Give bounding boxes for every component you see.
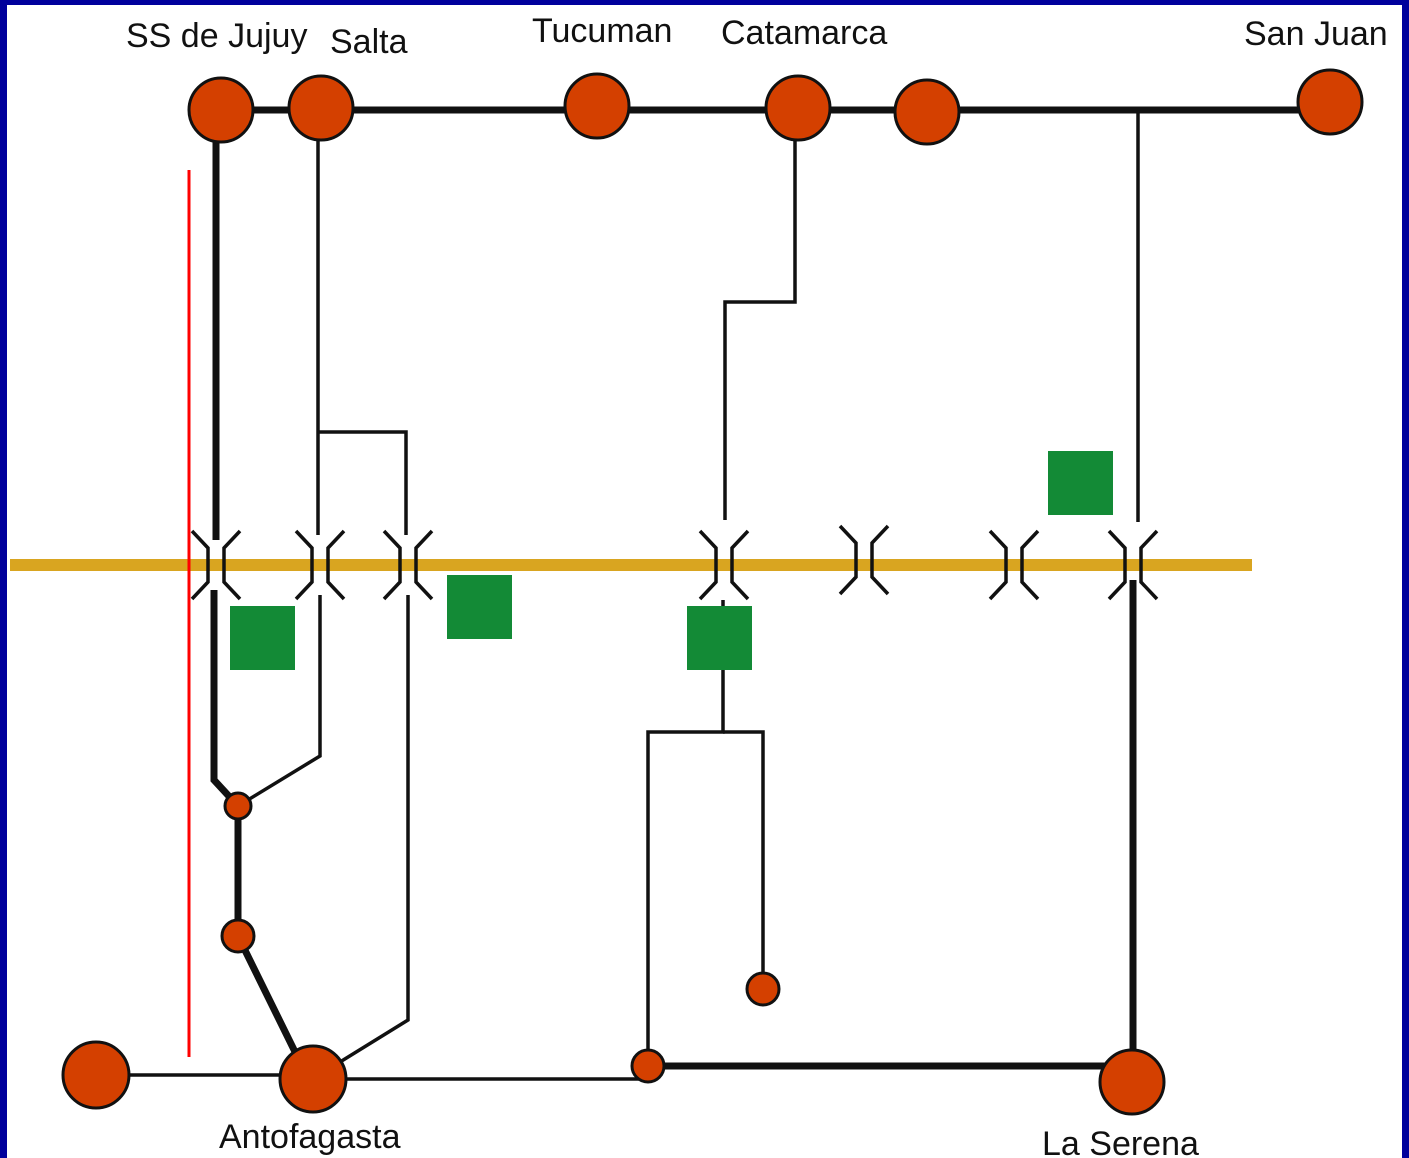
- label-ss-de-jujuy: SS de Jujuy: [126, 17, 307, 55]
- green-square: [1048, 451, 1113, 515]
- station-san-juan[interactable]: [1296, 68, 1364, 136]
- label-la-serena: La Serena: [1042, 1125, 1199, 1158]
- label-tucuman: Tucuman: [532, 12, 672, 50]
- bridge-pass-icon: [988, 529, 1040, 601]
- route-catamarca: [723, 140, 797, 520]
- node-catamarca-spur[interactable]: [745, 971, 781, 1007]
- map-canvas: [7, 5, 1402, 1158]
- node-junction-2[interactable]: [220, 918, 256, 954]
- label-antofagasta: Antofagasta: [219, 1118, 401, 1156]
- station-ss-de-jujuy[interactable]: [187, 76, 255, 144]
- bridge-pass-icon: [382, 529, 434, 601]
- label-salta: Salta: [330, 23, 408, 61]
- bridge-pass-icon: [294, 529, 346, 601]
- station-west[interactable]: [61, 1040, 131, 1110]
- station-la-serena[interactable]: [1098, 1048, 1166, 1116]
- station-catamarca[interactable]: [764, 74, 832, 142]
- station-salta[interactable]: [287, 74, 355, 142]
- route-catamarca-spur: [723, 730, 765, 988]
- green-square: [447, 575, 512, 639]
- bridge-pass-icon: [1107, 529, 1159, 601]
- node-junction-1[interactable]: [223, 791, 253, 821]
- bridge-pass-icon: [838, 524, 890, 596]
- station-tucuman[interactable]: [563, 72, 631, 140]
- bridge-pass-icon: [190, 529, 242, 601]
- green-square: [687, 606, 752, 670]
- bridge-pass-icon: [698, 529, 750, 601]
- green-square: [230, 606, 295, 670]
- route-salta-branch: [318, 430, 408, 535]
- pass-group: [190, 524, 1159, 601]
- label-san-juan: San Juan: [1244, 15, 1388, 53]
- node-bottom-junction[interactable]: [630, 1048, 666, 1084]
- station-antofagasta[interactable]: [278, 1044, 348, 1114]
- label-catamarca: Catamarca: [721, 14, 887, 52]
- route-salta-lower: [237, 595, 322, 808]
- station-catamarca-east[interactable]: [893, 78, 961, 146]
- route-salta-branch-lower: [339, 595, 410, 1064]
